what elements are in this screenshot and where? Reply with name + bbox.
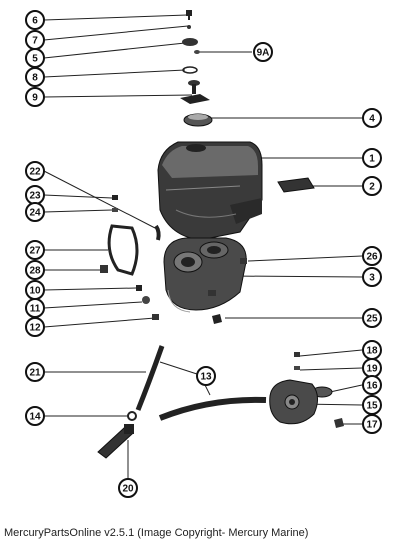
part-clip-25: [212, 314, 222, 324]
part-float-valve: [180, 80, 210, 104]
part-washer-19: [294, 366, 300, 370]
callout-label: 8: [32, 73, 38, 84]
callout-label: 27: [29, 246, 41, 257]
callout-13: 13: [196, 366, 216, 386]
part-filler-ring: [183, 113, 213, 127]
part-clamp-14: [127, 411, 137, 421]
part-washer-11: [142, 296, 150, 304]
part-oring: [182, 66, 198, 74]
part-pad: [277, 177, 315, 193]
callout-label: 18: [366, 346, 378, 357]
callout-9: 9: [25, 87, 45, 107]
callout-label: 16: [366, 381, 378, 392]
callout-label: 25: [366, 314, 378, 325]
callout-28: 28: [25, 260, 45, 280]
callout-2: 2: [362, 176, 382, 196]
part-screw-top: [186, 10, 192, 20]
part-washer-24: [112, 208, 118, 212]
callout-label: 23: [29, 191, 41, 202]
callout-label: 12: [29, 323, 41, 334]
part-strap: [107, 224, 139, 276]
callout-label: 2: [369, 182, 375, 193]
callout-19: 19: [362, 358, 382, 378]
callout-26: 26: [362, 246, 382, 266]
part-screw-10: [136, 285, 142, 291]
copyright-footer: MercuryPartsOnline v2.5.1 (Image Copyrig…: [4, 527, 309, 539]
callout-label: 3: [369, 273, 375, 284]
part-connector-20: [97, 424, 134, 459]
callout-label: 17: [366, 420, 378, 431]
part-fuel-tank: [157, 141, 263, 241]
part-screw-23: [112, 195, 118, 200]
part-fuel-line-21: [135, 345, 165, 411]
callout-label: 4: [369, 114, 375, 125]
callout-17: 17: [362, 414, 382, 434]
callout-27: 27: [25, 240, 45, 260]
callout-label: 1: [369, 154, 375, 165]
callout-label: 9: [32, 93, 38, 104]
callout-8: 8: [25, 67, 45, 87]
callout-label: 13: [200, 372, 212, 383]
callout-label: 19: [366, 364, 378, 375]
callout-20: 20: [118, 478, 138, 498]
callout-23: 23: [25, 185, 45, 205]
callout-21: 21: [25, 362, 45, 382]
callout-6: 6: [25, 10, 45, 30]
part-fitting-28: [100, 265, 108, 273]
callout-label: 6: [32, 16, 38, 27]
callout-5: 5: [25, 48, 45, 68]
part-nut-12: [152, 314, 159, 320]
leader-lines: [43, 14, 363, 478]
callout-7: 7: [25, 30, 45, 50]
part-fuel-hose-13: [158, 396, 267, 421]
callout-label: 24: [29, 208, 41, 219]
part-fuel-pump: [269, 379, 318, 425]
callout-15: 15: [362, 395, 382, 415]
callout-1: 1: [362, 148, 382, 168]
callout-label: 10: [29, 286, 41, 297]
callout-label: 7: [32, 36, 38, 47]
part-9a-clip: [194, 50, 200, 54]
part-housing: [163, 237, 247, 313]
part-fitting-26: [240, 258, 247, 264]
callout-label: 5: [32, 54, 38, 65]
part-vent-hose: [154, 224, 161, 241]
callout-label: 21: [29, 368, 41, 379]
part-cap: [182, 38, 198, 46]
callout-12: 12: [25, 317, 45, 337]
callout-label: 14: [29, 412, 41, 423]
callout-9A: 9A: [253, 42, 273, 62]
callout-18: 18: [362, 340, 382, 360]
part-nut-17: [334, 418, 344, 428]
callout-label: 15: [366, 401, 378, 412]
callout-11: 11: [25, 298, 45, 318]
part-small-washer: [187, 25, 191, 29]
callout-14: 14: [25, 406, 45, 426]
callout-label: 20: [122, 484, 134, 495]
callout-22: 22: [25, 161, 45, 181]
callout-label: 22: [29, 167, 41, 178]
callout-24: 24: [25, 202, 45, 222]
callout-10: 10: [25, 280, 45, 300]
part-screw-18: [294, 352, 300, 357]
callout-label: 11: [30, 304, 41, 315]
callout-label: 9A: [257, 48, 270, 59]
callout-16: 16: [362, 375, 382, 395]
callout-3: 3: [362, 267, 382, 287]
callout-label: 28: [29, 266, 41, 277]
callout-label: 26: [366, 252, 378, 263]
callout-25: 25: [362, 308, 382, 328]
callout-4: 4: [362, 108, 382, 128]
